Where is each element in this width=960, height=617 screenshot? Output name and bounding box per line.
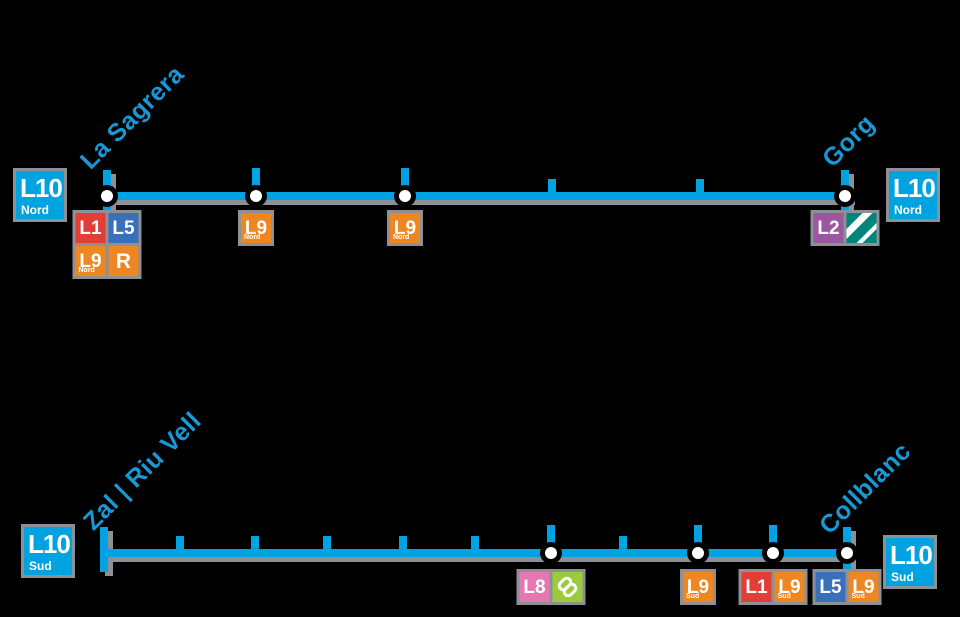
badge-label: L9	[244, 217, 268, 239]
badge-l2: L2	[813, 213, 844, 243]
station-tick	[769, 525, 777, 551]
badge-branch-label: Sud	[851, 593, 865, 600]
station-circle	[762, 542, 784, 564]
badge-l5: L5	[815, 572, 846, 602]
station-circle	[834, 185, 856, 207]
badge-r: R	[108, 246, 139, 276]
terminus-label: Gorg	[816, 109, 881, 173]
badge-branch-label: Nord	[393, 234, 410, 241]
station-tick	[176, 536, 184, 557]
branch-name: Sud	[29, 559, 52, 573]
l10-sud-right-badge: L10 Sud	[883, 535, 937, 589]
station-tick	[251, 536, 259, 557]
station-tick	[547, 525, 555, 551]
station-tick	[252, 168, 260, 194]
badge-cluster: L2	[810, 210, 880, 246]
line-number: L10	[893, 173, 936, 203]
station-tick	[619, 536, 627, 557]
station-tick	[323, 536, 331, 557]
badge-branch-label: Sud	[777, 593, 791, 600]
badge-label: L5	[819, 576, 842, 598]
station-circle	[687, 542, 709, 564]
badge-cluster: L8	[516, 569, 586, 605]
terminus-label: Zal | Riu Vell	[77, 406, 207, 536]
terminus-label: La Sagrera	[74, 59, 190, 175]
terminus-cap	[100, 527, 108, 572]
line-number: L10	[20, 173, 63, 203]
l10-nord-left-badge: L10 Nord	[13, 168, 67, 222]
rail-sud	[104, 549, 849, 557]
fgc-icon	[552, 572, 583, 602]
badge-label: L9	[393, 217, 417, 239]
station-tick	[548, 179, 556, 200]
badge-label: L5	[112, 217, 135, 239]
station-tick	[696, 179, 704, 200]
line-number: L10	[28, 529, 71, 559]
rail-shadow	[110, 554, 855, 562]
badge-branch-label: Sud	[686, 593, 700, 600]
l10-sud-left-badge: L10 Sud	[21, 524, 75, 578]
badge-label: L9	[686, 576, 710, 598]
l10-nord-right-badge-box: L10 Nord	[889, 171, 937, 219]
station-circle	[394, 185, 416, 207]
badge-branch-label: Nord	[78, 267, 95, 274]
station-tick	[399, 536, 407, 557]
l10-nord-left-badge-box: L10 Nord	[16, 171, 64, 219]
badge-l1: L1	[75, 213, 106, 243]
badge-l5: L5	[108, 213, 139, 243]
station-tick	[401, 168, 409, 194]
tram-icon	[846, 213, 877, 243]
station-circle	[836, 542, 858, 564]
station-tick	[471, 536, 479, 557]
l10-sud-left-badge-box: L10 Sud	[24, 527, 72, 575]
rail-shadow	[110, 197, 855, 205]
station-circle	[245, 185, 267, 207]
badge-label: L8	[523, 576, 546, 598]
l10-nord-right-badge: L10 Nord	[886, 168, 940, 222]
branch-name: Nord	[894, 203, 922, 217]
badge-label: L9	[778, 576, 801, 598]
badge-label: L9	[79, 250, 102, 272]
badge-l8: L8	[519, 572, 550, 602]
l10-sud-right-badge-box: L10 Sud	[886, 538, 934, 586]
branch-name: Nord	[21, 203, 49, 217]
badge-label: L1	[79, 217, 102, 239]
rail-nord	[104, 192, 849, 200]
station-tick	[694, 525, 702, 551]
badge-l1: L1	[741, 572, 772, 602]
station-circle	[96, 185, 118, 207]
badge-label: R	[115, 249, 132, 273]
badge-label: L2	[817, 217, 840, 239]
badge-branch-label: Nord	[244, 234, 261, 241]
line-number: L10	[890, 540, 933, 570]
branch-name: Sud	[891, 570, 914, 584]
badge-label: L9	[852, 576, 875, 598]
station-circle	[540, 542, 562, 564]
terminus-label: Collblanc	[813, 437, 917, 540]
badge-label: L1	[745, 576, 768, 598]
